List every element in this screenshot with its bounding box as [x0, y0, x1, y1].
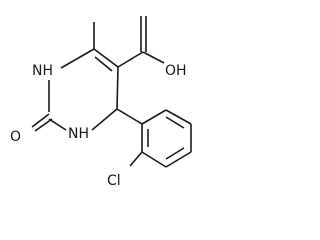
bond-n3-c4 [91, 108, 118, 131]
bond-ph-1-2 [141, 109, 167, 125]
bond-ph-inner-b [165, 147, 185, 160]
bond-c2-n3 [48, 118, 67, 131]
atom-label-oh: OH [165, 63, 187, 79]
bond-cooh-oh [142, 51, 165, 64]
bond-c2-o [31, 113, 50, 128]
bond-ph-inner-a [165, 116, 185, 129]
bond-ph-4-5 [165, 151, 192, 168]
structure-canvas: OH NH NH O Cl [10, 16, 192, 189]
bond-c2-o-double [34, 118, 53, 132]
bond-c5-cooh [117, 51, 144, 68]
bond-ph-5-6 [141, 151, 167, 168]
bond-c5-c6 [93, 48, 119, 68]
atom-label-nh-top: NH [32, 63, 53, 79]
molecule-structure: OH NH NH O Cl [10, 16, 192, 189]
bond-c6-n1 [60, 48, 95, 69]
bond-c4-c5 [116, 66, 119, 110]
atom-label-cl: Cl [107, 173, 121, 189]
atom-label-nh-bottom: NH [68, 126, 89, 142]
bond-ph-2-3 [165, 109, 192, 125]
bond-c-cl [129, 151, 143, 167]
atom-label-carbonyl-o: O [10, 129, 21, 145]
bond-c4-phenyl [116, 108, 143, 125]
bond-c5-c6-double [94, 56, 113, 72]
